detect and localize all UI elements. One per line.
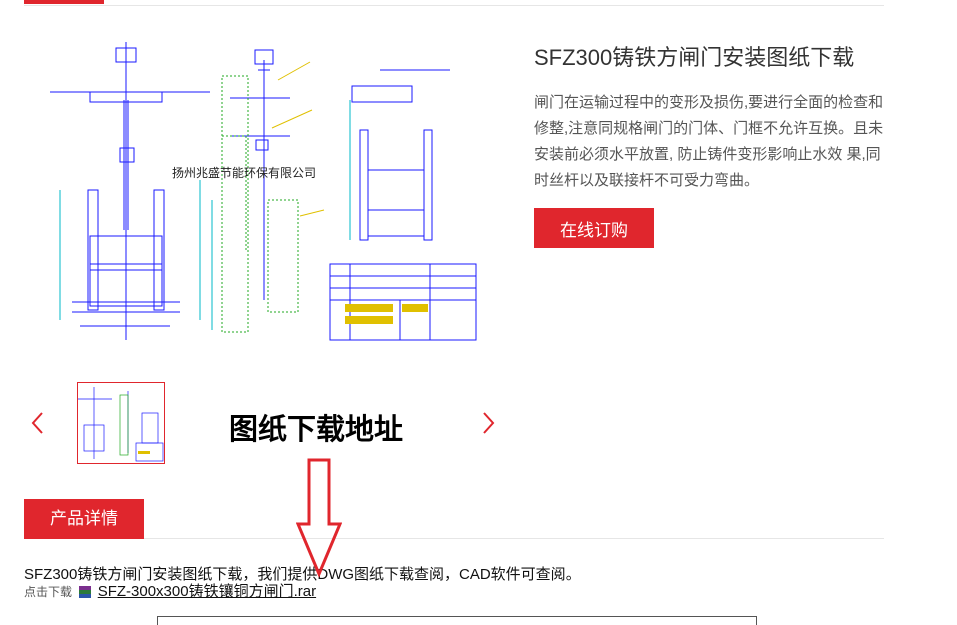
download-address-label: 图纸下载地址	[229, 412, 404, 446]
product-title: SFZ300铸铁方闸门安装图纸下载	[534, 45, 855, 70]
drawing-watermark: 扬州兆盛节能环保有限公司	[172, 166, 317, 180]
chevron-right-icon[interactable]	[480, 410, 496, 436]
download-file-link[interactable]: SFZ-300x300铸铁镶铜方闸门.rar	[97, 583, 317, 600]
chevron-left-icon[interactable]	[30, 410, 46, 436]
top-divider	[24, 5, 884, 6]
download-row: 点击下载 SFZ-300x300铸铁镶铜方闸门.rar	[24, 580, 316, 601]
order-online-button[interactable]: 在线订购	[534, 208, 654, 248]
product-drawing-image	[50, 42, 477, 341]
top-accent-bar	[24, 0, 104, 4]
tab-bar-divider	[24, 538, 884, 539]
rar-archive-icon	[79, 586, 92, 598]
content-frame-edge	[157, 616, 757, 625]
product-description: 闸门在运输过程中的变形及损伤,要进行全面的检查和修整,注意同规格闸门的门体、门框…	[534, 94, 884, 189]
gallery-thumbnail[interactable]	[77, 382, 165, 464]
detail-description: SFZ300铸铁方闸门安装图纸下载，我们提供DWG图纸下载查阅，CAD软件可查阅…	[24, 566, 581, 583]
download-prefix: 点击下载	[24, 585, 73, 599]
down-arrow-icon	[296, 458, 342, 578]
tab-product-details[interactable]: 产品详情	[24, 499, 144, 539]
thumbnail-drawing-image	[78, 387, 164, 462]
